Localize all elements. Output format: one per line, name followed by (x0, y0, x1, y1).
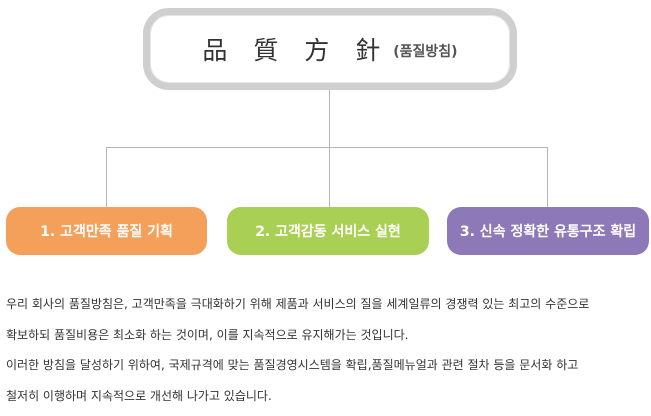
policy-description: 우리 회사의 품질방침은, 고객만족을 극대화하기 위해 제품과 서비스의 질을… (6, 289, 646, 411)
description-line-2: 확보하되 품질비용은 최소화 하는 것이며, 이를 지속적으로 유지해가는 것입… (6, 327, 409, 342)
policy-box-3: 3. 신속 정확한 유통구조 확립 (447, 207, 649, 255)
policy-label-2: 2. 고객감동 서비스 실현 (255, 224, 401, 240)
policy-title-box: 品 質 方 針 (품질방침) (143, 8, 517, 90)
connector-left (106, 147, 107, 207)
title-korean: (품질방침) (393, 44, 458, 60)
policy-box-1: 1. 고객만족 품질 기획 (6, 207, 207, 255)
description-line-4: 철저히 이행하며 지속적으로 개선해 나가고 있습니다. (6, 388, 272, 403)
connector-center (329, 147, 330, 207)
policy-box-2: 2. 고객감동 서비스 실현 (227, 207, 429, 255)
connector-bar (106, 147, 548, 148)
policy-label-3: 3. 신속 정확한 유통구조 확립 (459, 224, 637, 240)
connector-right (547, 147, 548, 207)
description-line-3: 이러한 방침을 달성하기 위하여, 국제규격에 맞는 품질경영시스템을 확립,품… (6, 358, 579, 373)
description-line-1: 우리 회사의 품질방침은, 고객만족을 극대화하기 위해 제품과 서비스의 질을… (6, 297, 590, 311)
policy-label-1: 1. 고객만족 품질 기획 (40, 224, 173, 240)
title-hanja: 品 質 方 針 (202, 36, 390, 65)
connector-trunk (329, 90, 330, 148)
